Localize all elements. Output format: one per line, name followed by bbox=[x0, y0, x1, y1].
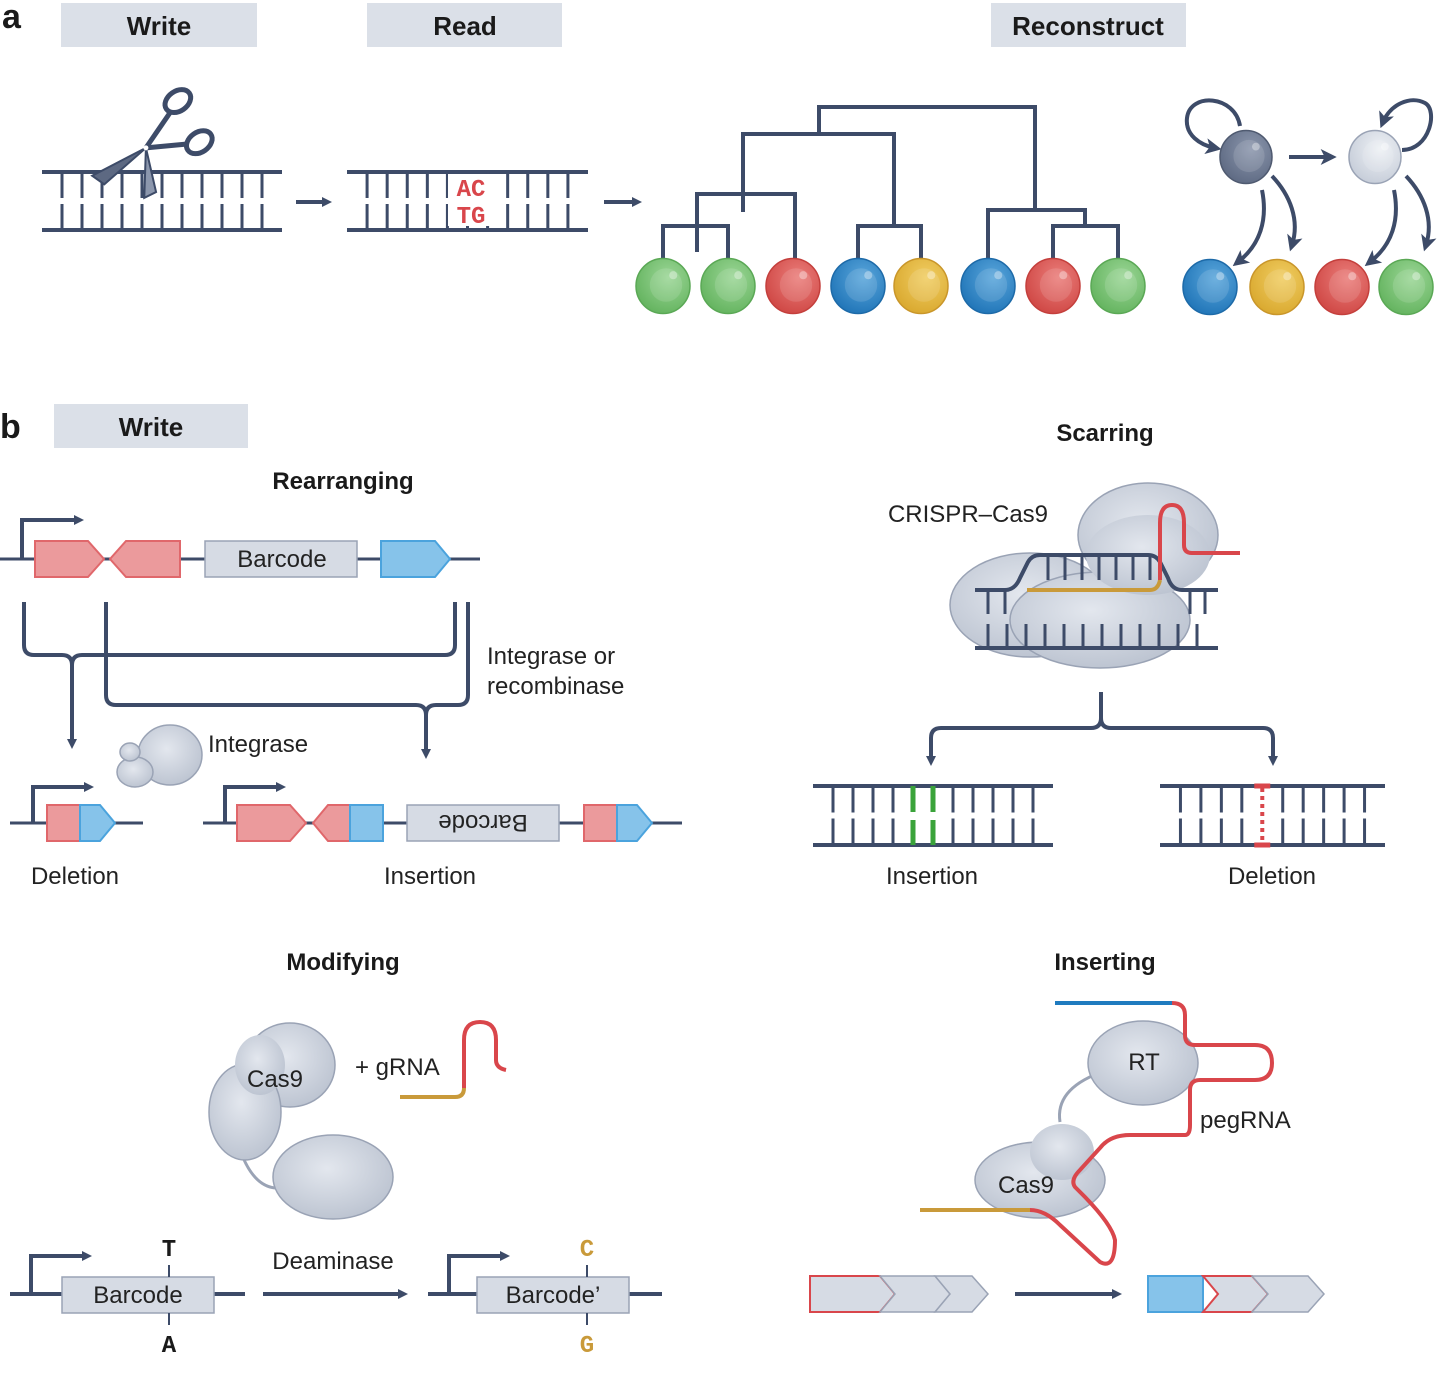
rt-label: RT bbox=[1128, 1049, 1160, 1076]
reconstruct-step-label: Reconstruct bbox=[991, 3, 1186, 47]
pegrna-strand bbox=[1029, 1001, 1275, 1266]
panel-b-letter: b bbox=[0, 408, 21, 446]
rearranging-title: Rearranging bbox=[272, 468, 413, 495]
modifying-title: Modifying bbox=[286, 949, 399, 976]
base-before-top: T bbox=[162, 1237, 176, 1264]
cell-red bbox=[1314, 258, 1370, 316]
cell-red bbox=[765, 257, 821, 315]
state-leaf-cells bbox=[1182, 258, 1434, 316]
recombination-site-reverse bbox=[108, 540, 181, 578]
cell-state-diagram bbox=[1184, 98, 1437, 267]
tree-leaf-cells bbox=[635, 257, 1146, 315]
cell-light bbox=[1348, 129, 1402, 185]
deletion-label: Deletion bbox=[31, 863, 119, 890]
cell-blue bbox=[830, 257, 886, 315]
base-editor-protein-icon bbox=[208, 1022, 394, 1220]
scissors-icon bbox=[90, 87, 215, 200]
modifying-cas9-label: Cas9 bbox=[247, 1066, 303, 1093]
scarring-brace bbox=[926, 692, 1278, 766]
dna-strand-displaced bbox=[975, 553, 1218, 592]
integrase-protein-icon bbox=[116, 724, 203, 788]
insertion-label: Insertion bbox=[384, 863, 476, 890]
svg-text:Read: Read bbox=[433, 11, 497, 41]
panel-a-letter: a bbox=[2, 0, 22, 36]
barcode-before-construct bbox=[10, 1251, 245, 1325]
svg-text:Barcode: Barcode bbox=[237, 546, 326, 573]
guide-rna-scaffold bbox=[1158, 502, 1240, 580]
write-section-label: Write bbox=[54, 404, 248, 448]
scar-deletion-label: Deletion bbox=[1228, 863, 1316, 890]
inserting-title: Inserting bbox=[1054, 949, 1155, 976]
svg-text:Reconstruct: Reconstruct bbox=[1012, 11, 1164, 41]
svg-text:Write: Write bbox=[127, 11, 192, 41]
read-step-label: Read bbox=[367, 3, 562, 47]
cell-yellow bbox=[1249, 258, 1305, 316]
rearranging-construct: Barcode bbox=[0, 515, 480, 578]
flipped-barcode-block bbox=[406, 804, 560, 842]
deletion-scar-dna bbox=[1160, 783, 1385, 848]
cell-green bbox=[1090, 257, 1146, 315]
grna-spacer-icon bbox=[400, 1087, 466, 1099]
deaminase-label: Deaminase bbox=[272, 1248, 393, 1275]
base-after-bottom: G bbox=[580, 1333, 594, 1360]
barcode-before-label: Barcode bbox=[93, 1282, 182, 1309]
cell-blue bbox=[1182, 258, 1238, 316]
scar-insertion-label: Insertion bbox=[886, 863, 978, 890]
crispr-cas9-label: CRISPR–Cas9 bbox=[888, 501, 1048, 528]
cell-red bbox=[1025, 257, 1081, 315]
barcode-after-construct bbox=[428, 1251, 662, 1325]
insertion-scar-dna bbox=[813, 784, 1053, 847]
grna-label: + gRNA bbox=[355, 1054, 440, 1081]
recombination-site-forward bbox=[34, 540, 106, 578]
rt-protein-icon bbox=[1087, 1020, 1199, 1106]
barcode-block bbox=[204, 540, 358, 578]
pegrna-label: pegRNA bbox=[1200, 1107, 1291, 1134]
promoter-arrow-icon bbox=[20, 515, 84, 559]
cell-blue bbox=[960, 257, 1016, 315]
cell-green bbox=[1378, 258, 1434, 316]
cell-green bbox=[635, 257, 691, 315]
dna-ladder-write bbox=[42, 170, 282, 232]
scarring-title: Scarring bbox=[1056, 420, 1153, 447]
prime-editor-protein-icon bbox=[974, 1020, 1199, 1219]
lineage-tree bbox=[661, 105, 1120, 262]
write-step-label: Write bbox=[61, 3, 257, 47]
read-bases-top: AC bbox=[457, 177, 486, 204]
base-after-top: C bbox=[580, 1237, 594, 1264]
state-cells bbox=[1219, 129, 1402, 185]
cell-green bbox=[700, 257, 756, 315]
cell-yellow bbox=[893, 257, 949, 315]
barcode-after-label: Barcode’ bbox=[506, 1282, 601, 1309]
base-before-bottom: A bbox=[162, 1333, 177, 1360]
integrase-or-label: Integrase or bbox=[487, 643, 615, 670]
rearranging-brackets bbox=[22, 602, 470, 759]
recombinase-label: recombinase bbox=[487, 673, 624, 700]
target-locus-before bbox=[809, 1275, 990, 1313]
deletion-construct bbox=[10, 782, 143, 842]
deaminase-protein-icon bbox=[272, 1134, 394, 1220]
inserted-sequence bbox=[1147, 1275, 1204, 1313]
recombination-site-blue bbox=[380, 540, 452, 578]
guide-rna-spacer bbox=[1027, 579, 1162, 592]
grna-scaffold-icon bbox=[462, 1019, 507, 1088]
svg-text:Barcode: Barcode bbox=[438, 809, 527, 836]
insertion-construct: Barcode bbox=[203, 782, 682, 842]
svg-text:Write: Write bbox=[119, 412, 184, 442]
read-bases-bottom: TG bbox=[457, 204, 486, 231]
integrase-label: Integrase bbox=[208, 731, 308, 758]
cell-dark bbox=[1219, 129, 1273, 185]
target-locus-after bbox=[1147, 1275, 1326, 1313]
inserting-cas9-label: Cas9 bbox=[998, 1172, 1054, 1199]
cas9-bound-dna bbox=[975, 553, 1218, 650]
